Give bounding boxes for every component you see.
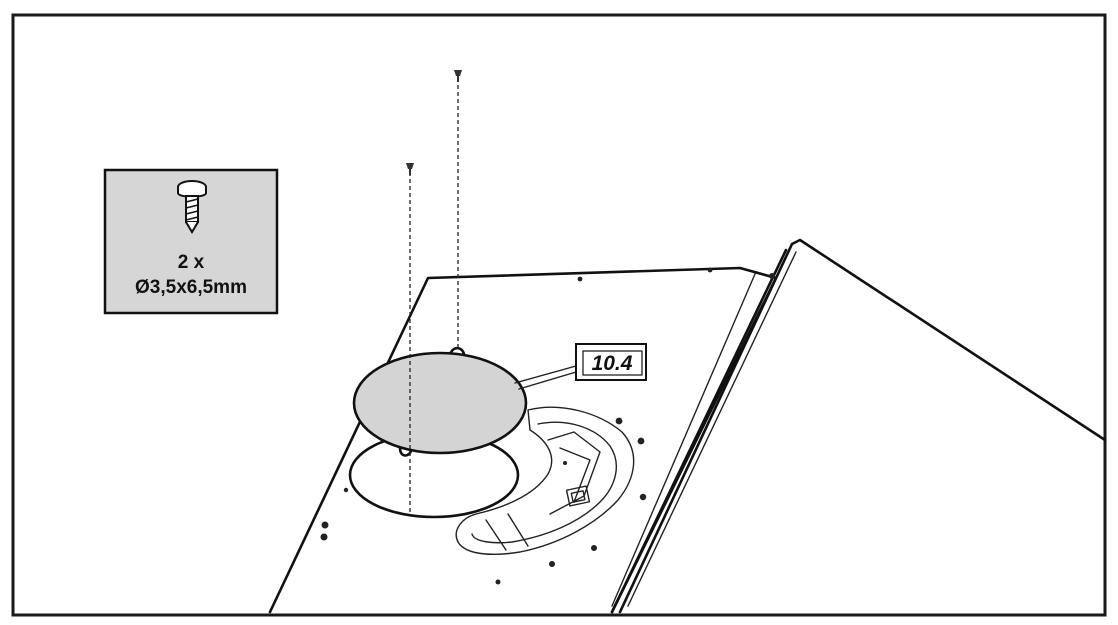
- screw-icon: [454, 70, 462, 82]
- duct-outlet: [455, 406, 635, 555]
- screw-quantity: 2 x: [178, 252, 205, 273]
- callout-label: 10.4: [592, 352, 633, 375]
- hardware-box: 2 x Ø3,5x6,5mm: [103, 168, 279, 315]
- screw-size: Ø3,5x6,5mm: [135, 277, 247, 298]
- callout-leader: [514, 365, 577, 390]
- screw-icon: [406, 163, 414, 175]
- diagram-frame: [11, 13, 1107, 617]
- part-callout: 10.4: [575, 343, 647, 381]
- screw-icon: [177, 180, 207, 234]
- cover-plate: [352, 346, 528, 457]
